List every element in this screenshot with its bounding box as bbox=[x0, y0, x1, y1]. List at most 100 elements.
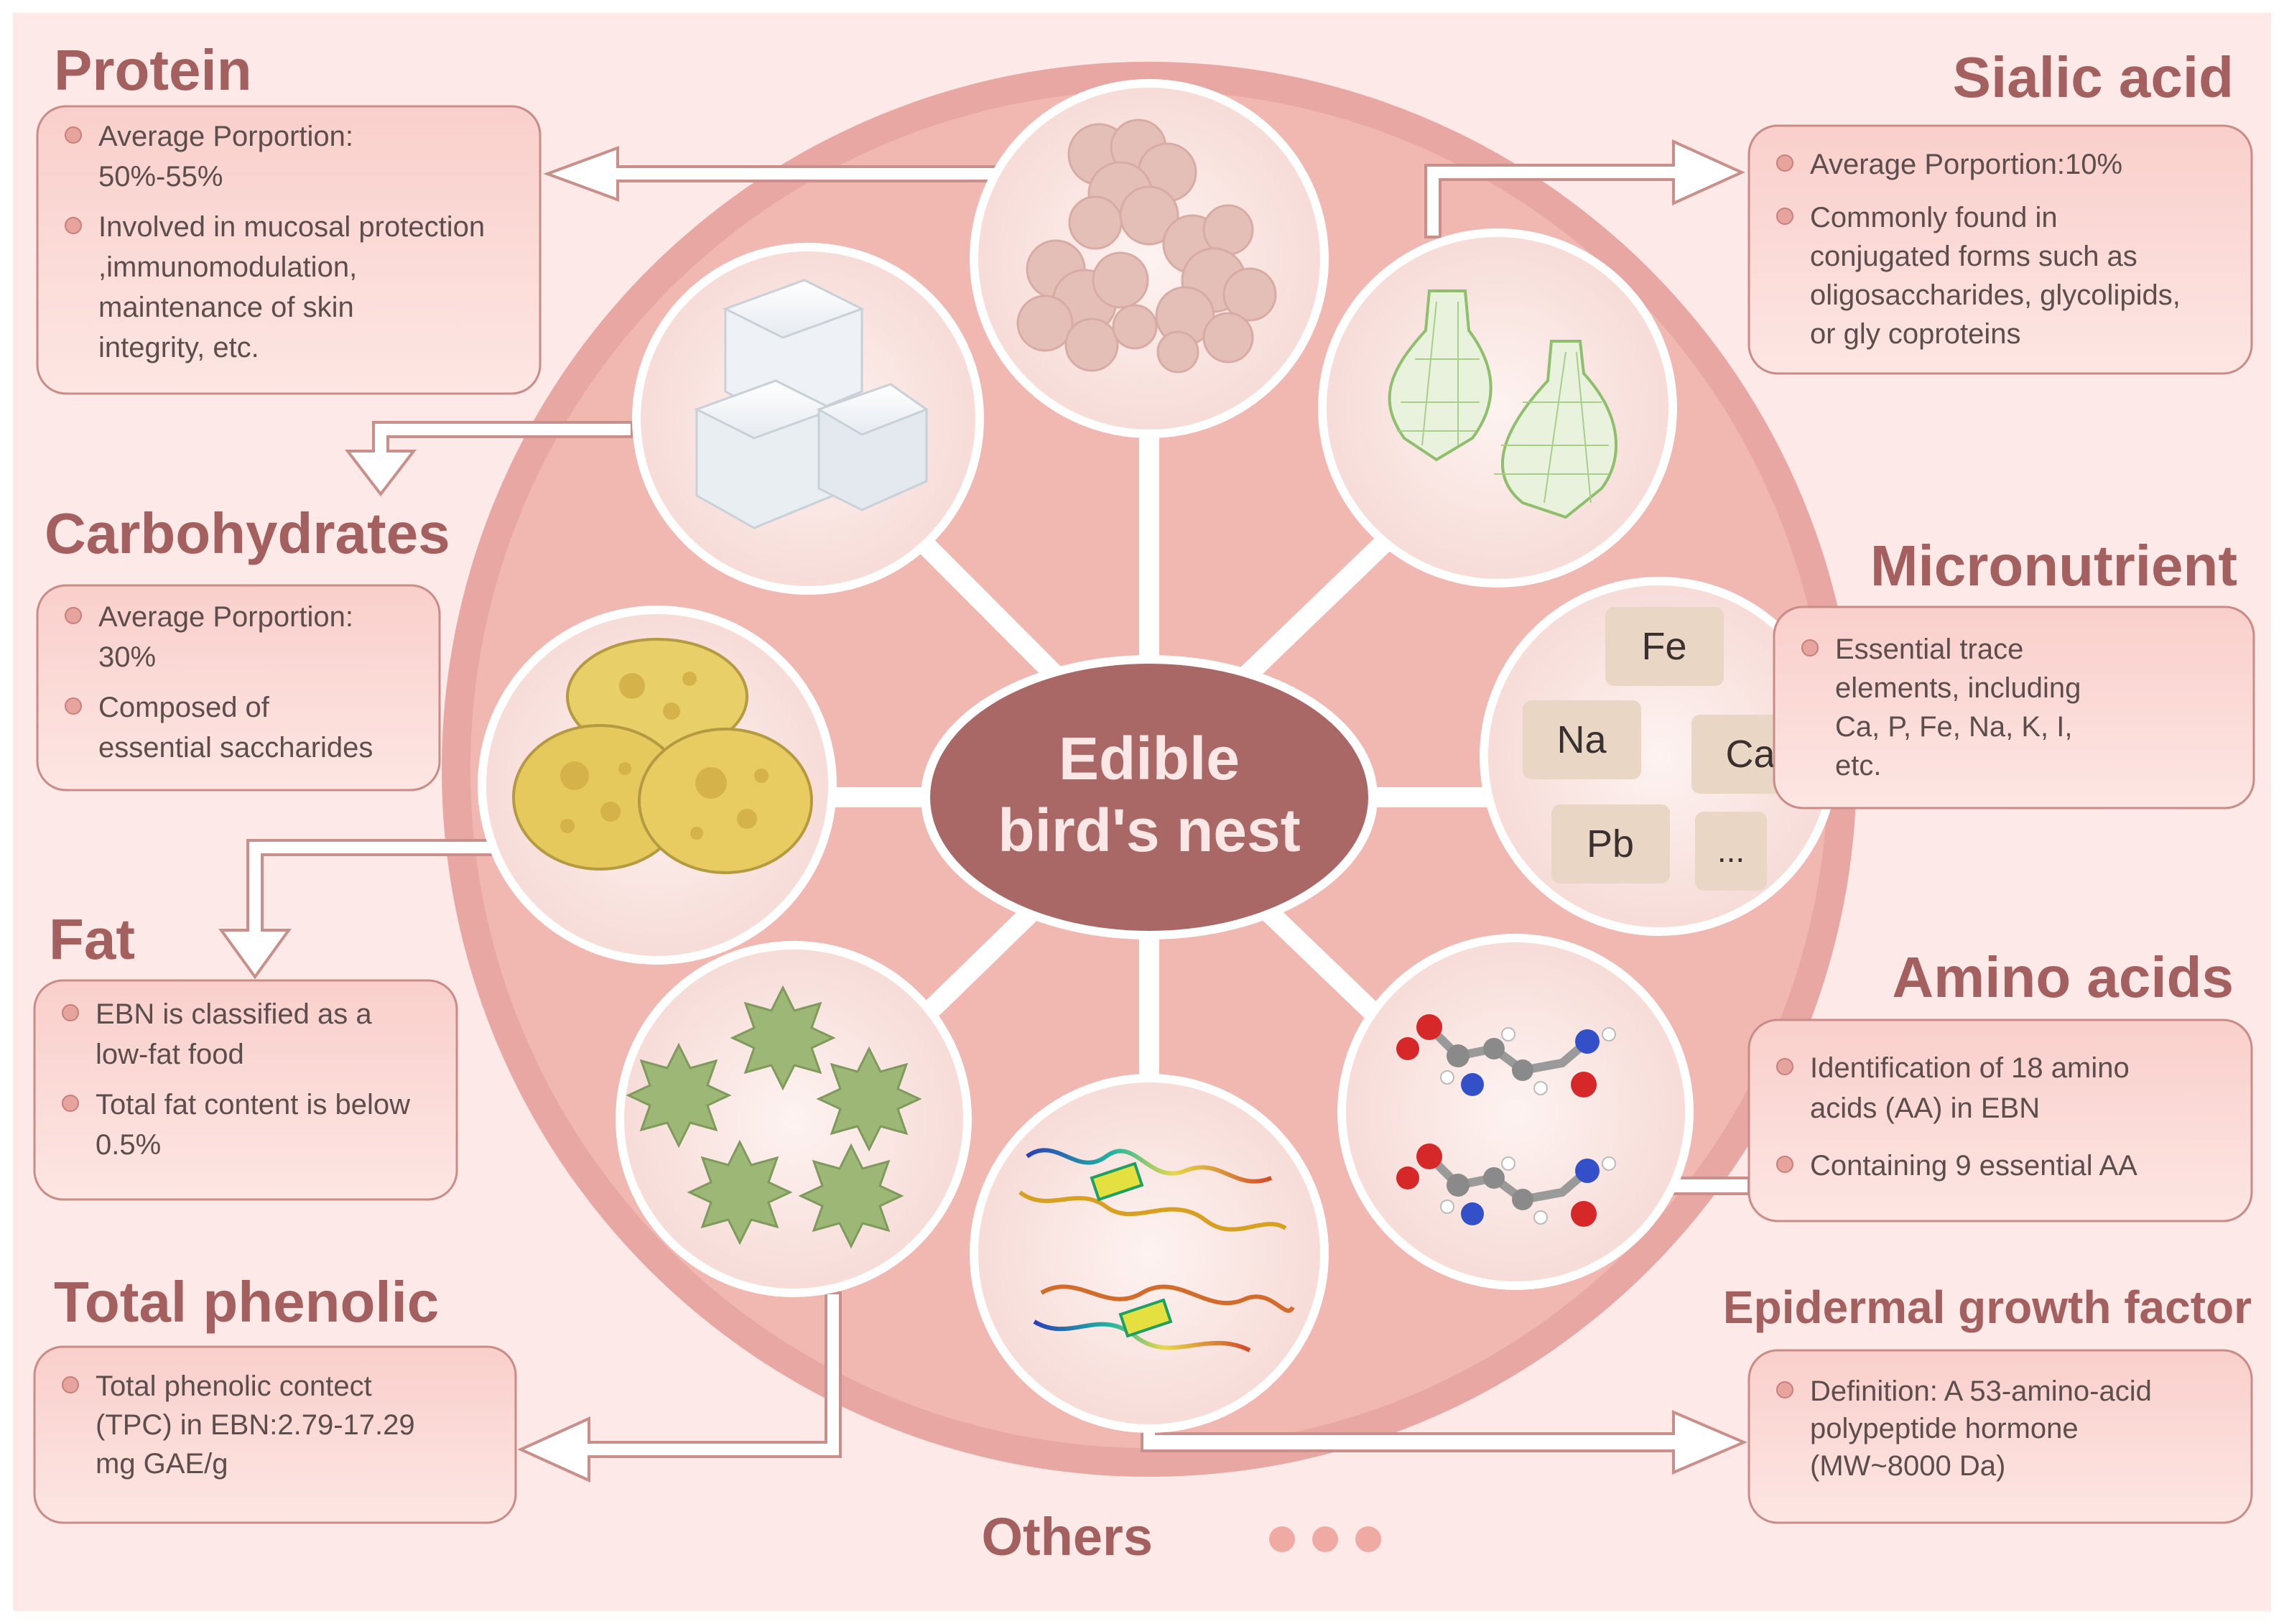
center-node: Edible bird's nest bbox=[921, 655, 1378, 939]
fat-bullet-dot bbox=[62, 1004, 79, 1021]
micronutrient-bubble: Fe Na Ca Pb ... bbox=[1480, 577, 1839, 936]
amino-acids-bullet-dot bbox=[1776, 1058, 1793, 1075]
connector-arrows bbox=[218, 139, 1781, 1483]
center-title-line2: bird's nest bbox=[998, 797, 1300, 864]
protein-ribbon-icon bbox=[1018, 1148, 1295, 1352]
protein-title: Protein bbox=[54, 38, 252, 102]
fat-bullet-text: Total fat content is below bbox=[96, 1089, 410, 1120]
carbohydrates-card: Average Porportion: 30% Composed of essenti… bbox=[36, 584, 441, 792]
others-label: Others bbox=[981, 1507, 1153, 1567]
element-label-pb: Pb bbox=[1587, 822, 1634, 866]
total-phenolic-bullet-text: (TPC) in EBN:2.79-17.29 bbox=[96, 1409, 415, 1441]
fat-title: Fat bbox=[49, 907, 135, 971]
protein-bullet-text: Average Porportion: bbox=[98, 121, 353, 152]
protein-card-box bbox=[36, 105, 542, 395]
protein-bullet-dot bbox=[65, 126, 82, 144]
arrow-protein bbox=[543, 146, 1000, 202]
fat-card-box bbox=[33, 979, 458, 1201]
micronutrient-bullet-text: Ca, P, Fe, Na, K, I, bbox=[1835, 711, 2073, 743]
egf-bullet-text: (MW~8000 Da) bbox=[1810, 1450, 2005, 1482]
micronutrient-title: Micronutrient bbox=[1870, 534, 2237, 598]
element-tiles: Fe Na Ca Pb ... bbox=[1523, 607, 1810, 891]
fat-card: EBN is classified as a low-fat foodTotal … bbox=[33, 979, 458, 1201]
others-dot-2 bbox=[1312, 1526, 1338, 1552]
total-phenolic-card: Total phenolic contect (TPC) in EBN:2.79-… bbox=[33, 1345, 517, 1524]
sialic-acid-title: Sialic acid bbox=[1953, 45, 2234, 109]
sialic-acid-card: Average Porportion:10% Commonly found in c… bbox=[1747, 124, 2253, 375]
protein-bullet-text: ,immunomodulation, bbox=[98, 251, 357, 283]
protein-card: Average Porportion: 50%-55% Involved in mu… bbox=[36, 105, 542, 395]
element-label-na: Na bbox=[1556, 718, 1607, 761]
carbohydrates-bullet-text: 30% bbox=[98, 641, 156, 673]
micronutrient-bullet-text: elements, including bbox=[1835, 672, 2081, 704]
total-phenolic-bullet-text: Total phenolic contect bbox=[96, 1370, 372, 1402]
fat-bullet-text: 0.5% bbox=[96, 1129, 161, 1161]
amino-acid-molecule-icon bbox=[1396, 1014, 1616, 1227]
carbohydrates-bullet-text: Composed of bbox=[98, 692, 270, 723]
others-dot-1 bbox=[1269, 1526, 1295, 1552]
amino-acids-card-box bbox=[1747, 1019, 2253, 1222]
protein-bubble bbox=[970, 79, 1329, 438]
micronutrient-bullet-text: etc. bbox=[1835, 750, 1881, 781]
protein-bullet-text: 50%-55% bbox=[98, 161, 223, 192]
protein-bullet-dot bbox=[65, 217, 82, 234]
sialic-acid-card-box bbox=[1747, 124, 2253, 375]
sialic-acid-bullet-text: Commonly found in bbox=[1810, 202, 2058, 233]
egf-title: Epidermal growth factor bbox=[1723, 1281, 2252, 1333]
amino-acids-bubble bbox=[1337, 934, 1694, 1290]
arrow-fat bbox=[218, 839, 508, 980]
element-tile-na bbox=[1523, 700, 1641, 779]
others-dot-3 bbox=[1355, 1526, 1381, 1552]
fat-bullet-dot bbox=[62, 1095, 79, 1112]
micronutrient-bullet-text: Essential trace bbox=[1835, 634, 2023, 665]
egf-card: Definition: A 53-amino-acid polypeptide h… bbox=[1747, 1349, 2253, 1524]
micronutrient-card-box bbox=[1773, 605, 2255, 809]
arrow-carbohydrates bbox=[344, 421, 633, 497]
element-label-fe: Fe bbox=[1641, 625, 1686, 668]
egf-bullet-dot bbox=[1776, 1381, 1793, 1398]
protein-bullet-text: integrity, etc. bbox=[98, 332, 259, 363]
carbohydrates-bullet-text: essential saccharides bbox=[98, 732, 373, 764]
sugar-cubes-icon bbox=[694, 279, 929, 529]
element-tile-more bbox=[1695, 812, 1767, 891]
sialic-acid-bullet-dot bbox=[1776, 154, 1793, 172]
fat-discs-icon bbox=[512, 638, 813, 874]
egf-card-box bbox=[1747, 1349, 2253, 1524]
carbohydrates-bullet-text: Average Porportion: bbox=[98, 601, 353, 633]
micronutrient-bullet-dot bbox=[1801, 639, 1819, 656]
total-phenolic-title: Total phenolic bbox=[54, 1270, 439, 1334]
element-tile-pb bbox=[1551, 804, 1670, 883]
protein-bullet-text: Involved in mucosal protection bbox=[98, 211, 485, 243]
total-phenolic-card-box bbox=[33, 1345, 517, 1524]
sialic-acid-bullet-text: or gly coproteins bbox=[1810, 318, 2020, 350]
center-title-line1: Edible bbox=[1059, 725, 1240, 792]
sialic-acid-bullet-text: conjugated forms such as bbox=[1810, 241, 2137, 272]
fat-bullet-text: low-fat food bbox=[96, 1039, 244, 1070]
phenolic-stars-icon bbox=[626, 985, 922, 1249]
arrow-total-phenolic bbox=[517, 1291, 842, 1483]
others-bubble bbox=[970, 1074, 1329, 1433]
egf-bullet-text: Definition: A 53-amino-acid bbox=[1810, 1375, 2152, 1407]
carbohydrate-bubble bbox=[632, 243, 984, 595]
egf-bullet-text: polypeptide hormone bbox=[1810, 1413, 2079, 1444]
carbohydrates-title: Carbohydrates bbox=[45, 501, 450, 565]
element-label-ca: Ca bbox=[1725, 733, 1775, 776]
protein-bullet-text: maintenance of skin bbox=[98, 292, 354, 323]
sialic-mesh-icon bbox=[1388, 289, 1618, 519]
sialic-acid-bullet-text: Average Porportion:10% bbox=[1810, 149, 2122, 180]
amino-acids-bullet-text: Identification of 18 amino bbox=[1810, 1052, 2130, 1084]
fat-bullet-text: EBN is classified as a bbox=[96, 998, 372, 1030]
phenolic-bubble bbox=[616, 941, 972, 1297]
carbohydrates-bullet-dot bbox=[65, 607, 82, 624]
carbohydrates-bullet-dot bbox=[65, 697, 82, 715]
amino-acids-bullet-dot bbox=[1776, 1156, 1793, 1173]
total-phenolic-bullet-dot bbox=[62, 1376, 79, 1393]
amino-acids-title: Amino acids bbox=[1892, 945, 2234, 1009]
others-label-group: Others bbox=[981, 1507, 1381, 1567]
sialic-acid-bullet-dot bbox=[1776, 208, 1793, 225]
element-label-more: ... bbox=[1717, 832, 1745, 869]
